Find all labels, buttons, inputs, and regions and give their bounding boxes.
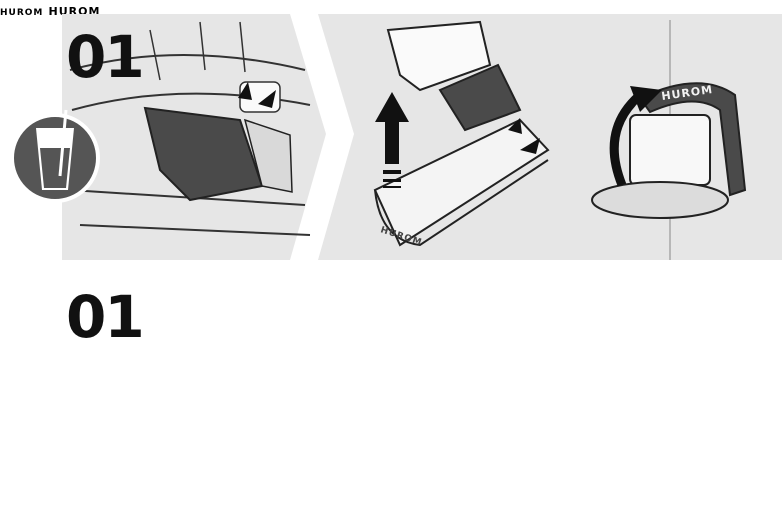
rotate-arrow-icon <box>609 91 644 187</box>
step-number: 01 <box>66 283 145 351</box>
brand-label: HUROM <box>0 8 44 18</box>
click-mark-icon: HUROM <box>0 0 48 19</box>
click-mark-icon <box>258 90 276 108</box>
panel-lift-cover-drink: HUROM <box>318 14 592 260</box>
click-mark-icon: HUROM <box>0 0 48 19</box>
step-number: 01 <box>66 23 145 91</box>
drink-cup-icon <box>36 109 74 190</box>
panel-rotate-handle-drink: HUROM <box>550 14 782 260</box>
click-mark-icon <box>520 138 540 154</box>
panel-lift-cover-ice-cream: HUROM <box>0 0 48 19</box>
click-mark-icon <box>238 82 252 100</box>
row-drink: HUROM HUROM <box>10 14 782 260</box>
arrow-up-icon: HUROM <box>0 0 48 19</box>
click-mark-icon <box>508 118 522 134</box>
mode-badge-drink <box>10 109 100 203</box>
panel-remove-cover-drink <box>62 14 326 260</box>
